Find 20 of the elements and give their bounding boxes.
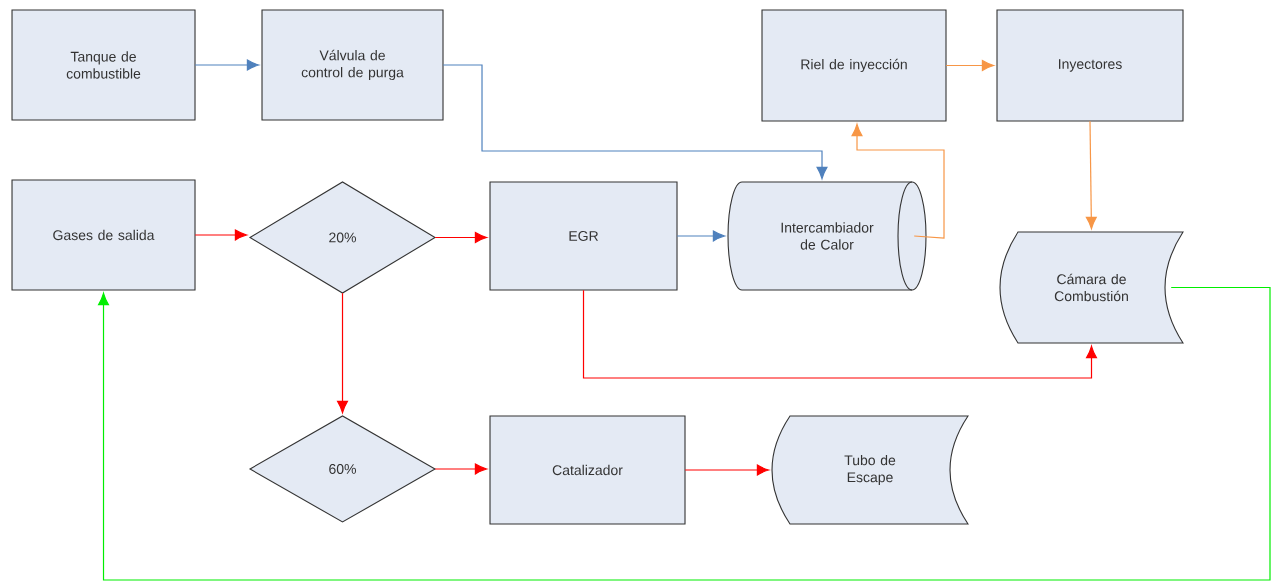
- arrow: [194, 59, 260, 71]
- arrow: [442, 64, 828, 180]
- arrow: [676, 230, 726, 242]
- arrow: [194, 229, 248, 241]
- process-box: Riel de inyección: [761, 9, 947, 122]
- arrow: [851, 123, 945, 239]
- arrow: [684, 464, 770, 476]
- arrow: [337, 292, 348, 414]
- arrow: [582, 289, 1097, 379]
- process-box: Tanque de combustible: [11, 9, 196, 121]
- arrow: [434, 463, 488, 475]
- process-box: Catalizador: [489, 415, 686, 525]
- arrow: [434, 232, 488, 243]
- process-box: Gases de salida: [11, 179, 196, 291]
- arrow: [945, 60, 995, 71]
- process-box: Válvula de control de purga: [261, 9, 444, 121]
- process-box: Inyectores: [996, 9, 1184, 122]
- arrow: [98, 286, 1271, 581]
- process-box: EGR: [489, 181, 678, 291]
- arrow: [1085, 120, 1097, 230]
